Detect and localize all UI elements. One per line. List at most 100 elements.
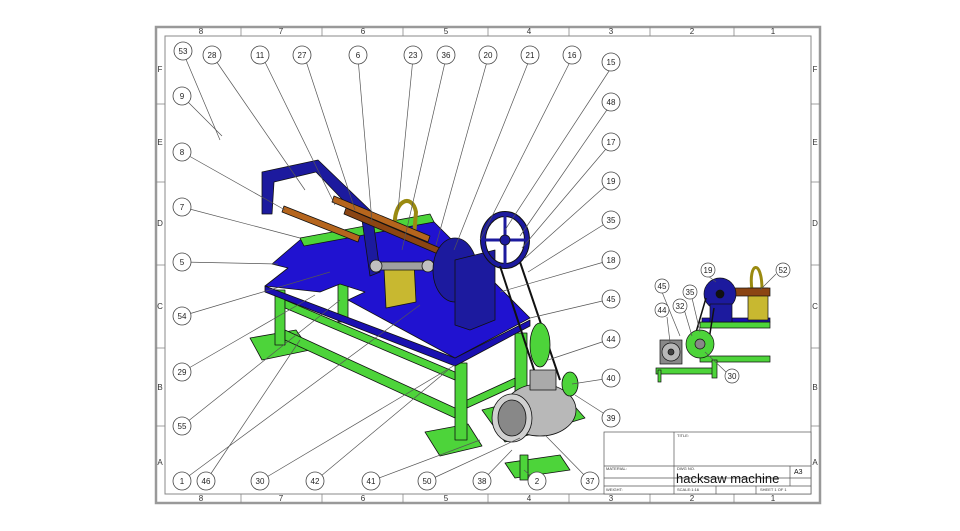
zone-row-label: F (813, 65, 818, 74)
balloon-label: 45 (658, 282, 667, 291)
balloons-top: 53 28 11 27 6 23 36 20 21 16 15 (173, 41, 621, 72)
balloons-left: 9 8 7 5 54 29 55 (172, 86, 192, 436)
detail-pulley-hub (715, 289, 725, 299)
frame-rail (466, 377, 516, 409)
zone-col-label: 6 (361, 27, 366, 36)
frame-rail (284, 299, 456, 381)
title-field-label: TITLE: (677, 433, 689, 438)
zone-col-label: 1 (771, 27, 776, 36)
material-field-label: MATERIAL: (606, 466, 627, 471)
balloon-label: 8 (180, 148, 185, 157)
pulley-hub (499, 234, 511, 246)
frame-rail (284, 329, 456, 419)
zone-col-label: 4 (527, 494, 532, 503)
title-block-text: TITLE: MATERIAL: DWG NO. hacksaw machine… (606, 433, 803, 492)
weight-field-label: WEIGHT: (606, 487, 623, 492)
balloon-label: 52 (779, 266, 788, 275)
balloon-label: 15 (607, 58, 616, 67)
detail-table-edge (701, 317, 771, 323)
balloon-label: 2 (535, 477, 540, 486)
base-plate (424, 423, 483, 457)
balloon-label: 27 (298, 51, 307, 60)
balloon-label: 6 (356, 51, 361, 60)
zone-ticks (156, 27, 820, 503)
zone-col-label: 5 (444, 494, 449, 503)
zone-col-label: 4 (527, 27, 532, 36)
electric-motor (491, 369, 579, 443)
balloon-label: 9 (180, 92, 185, 101)
frame-leg (274, 289, 286, 346)
zone-row-label: C (812, 302, 818, 311)
zone-row-label: B (157, 383, 162, 392)
dwg-no-field-label: DWG NO. (677, 466, 695, 471)
zone-column-labels-bottom: 8 7 6 5 4 3 2 1 (199, 494, 776, 503)
rod-end (369, 259, 383, 273)
balloon-label: 28 (208, 51, 217, 60)
motor-fan-grille (497, 399, 527, 437)
balloons-bottom: 1 46 30 42 41 50 38 2 37 (172, 471, 600, 491)
zone-col-label: 3 (609, 494, 614, 503)
zone-col-label: 7 (279, 494, 284, 503)
balloon-label: 44 (607, 335, 616, 344)
balloon-label: 50 (423, 477, 432, 486)
drive-belt (499, 261, 561, 389)
balloon-label: 29 (178, 368, 187, 377)
zone-col-label: 3 (609, 27, 614, 36)
balloon-label: 7 (180, 203, 185, 212)
zone-row-label: D (812, 219, 818, 228)
balloon-label: 1 (180, 477, 185, 486)
small-pulley (529, 322, 551, 368)
zone-row-label: D (157, 219, 163, 228)
balloon-label: 38 (478, 477, 487, 486)
rod-end (421, 259, 435, 273)
balloon-label: 5 (180, 258, 185, 267)
balloon-label: 41 (367, 477, 376, 486)
zone-col-label: 1 (771, 494, 776, 503)
zone-col-label: 5 (444, 27, 449, 36)
detail-frame-leg (657, 369, 662, 383)
balloon-label: 54 (178, 312, 187, 321)
balloon-label: 37 (586, 477, 595, 486)
detail-motor-hub (667, 348, 675, 356)
balloon-label: 35 (607, 216, 616, 225)
balloon-label: 20 (484, 51, 493, 60)
sheet-size: A3 (794, 469, 803, 476)
balloon-label: 21 (526, 51, 535, 60)
handle-loop (392, 199, 418, 237)
balloon-label: 30 (728, 372, 737, 381)
zone-row-label: C (157, 302, 163, 311)
motor-terminal-box (529, 369, 557, 391)
sheet-field: SHEET 1 OF 1 (760, 487, 787, 492)
motor-pulley (561, 371, 579, 397)
drawing-title: hacksaw machine (676, 471, 779, 486)
balloon-label: 44 (658, 306, 667, 315)
leader-lines (181, 56, 612, 482)
balloon-label: 19 (607, 177, 616, 186)
balloon-label: 40 (607, 374, 616, 383)
balloons-right: 48 17 19 35 18 45 44 40 39 (601, 92, 621, 428)
zone-col-label: 2 (690, 27, 695, 36)
guide-rod (281, 205, 361, 243)
balloon-label: 46 (202, 477, 211, 486)
balloon-label: 35 (686, 288, 695, 297)
balloon-label: 32 (676, 302, 685, 311)
balloon-label: 45 (607, 295, 616, 304)
balloon-label: 23 (409, 51, 418, 60)
detail-frame-leg (711, 359, 718, 379)
balloon-label: 55 (178, 422, 187, 431)
balloon-label: 11 (256, 51, 265, 60)
motor-mount-leg (519, 454, 529, 481)
zone-row-label: A (157, 458, 163, 467)
zone-row-label: F (158, 65, 163, 74)
zone-col-label: 2 (690, 494, 695, 503)
main-assembly-view (249, 159, 586, 481)
balloon-label: 39 (607, 414, 616, 423)
detail-bearing-block (709, 303, 733, 323)
pulley-wheel-inner (481, 212, 529, 268)
detail-frame-rail (655, 367, 716, 375)
zone-row-label: B (812, 383, 817, 392)
zone-row-labels-right: F E D C B A (812, 65, 818, 467)
scale-field: SCALE:1:16 (677, 487, 700, 492)
zone-col-label: 8 (199, 494, 204, 503)
